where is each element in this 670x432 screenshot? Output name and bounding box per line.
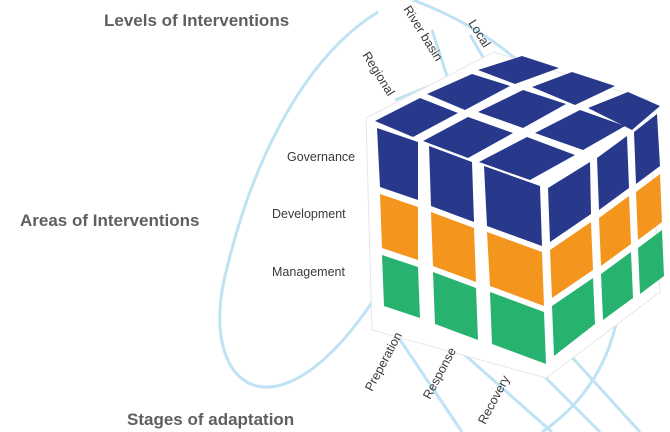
right-tile (634, 114, 660, 184)
front-tile (429, 146, 474, 222)
right-tile (597, 136, 629, 210)
top-tile (423, 117, 513, 158)
front-tile (487, 232, 544, 306)
top-tile (532, 72, 615, 105)
right-row-governance (548, 114, 660, 242)
right-tile (548, 162, 591, 242)
level-label-regional: Regional (359, 49, 397, 98)
right-tile (552, 278, 595, 356)
right-row-management (552, 230, 664, 356)
right-tile (599, 196, 631, 266)
cube-right-face (548, 114, 664, 356)
level-label-local: Local (465, 17, 493, 50)
top-tile (375, 98, 458, 137)
heading-stages-of-adaptation: Stages of adaptation (127, 410, 294, 429)
stage-label-preperation: Preperation (362, 330, 405, 394)
area-label-management: Management (272, 265, 345, 279)
top-tile (479, 137, 575, 180)
right-tile (601, 252, 633, 320)
area-label-governance: Governance (287, 150, 355, 164)
cube-top-face (375, 56, 660, 180)
front-row-management (382, 255, 546, 364)
front-tile (431, 212, 476, 282)
guide-curve-big-loop (218, 10, 382, 389)
top-tile (588, 92, 660, 130)
heading-levels-of-interventions: Levels of Interventions (104, 11, 289, 30)
top-tile (478, 90, 566, 128)
top-tile (427, 74, 510, 110)
area-label-development: Development (272, 207, 346, 221)
top-tile (535, 110, 625, 150)
front-tile (484, 166, 542, 246)
stage-label-response: Response (420, 345, 459, 401)
front-tile (433, 272, 478, 340)
right-tile (550, 222, 593, 298)
front-row-development (380, 194, 544, 306)
cube-front-face (377, 128, 546, 364)
front-tile (377, 128, 418, 200)
heading-areas-of-interventions: Areas of Interventions (20, 211, 200, 230)
front-tile (380, 194, 418, 260)
front-row-governance (377, 128, 542, 246)
front-tile (490, 292, 546, 364)
front-tile (382, 255, 420, 318)
right-row-development (550, 174, 662, 298)
right-tile (638, 230, 664, 294)
top-tile (478, 56, 559, 84)
right-tile (636, 174, 662, 240)
